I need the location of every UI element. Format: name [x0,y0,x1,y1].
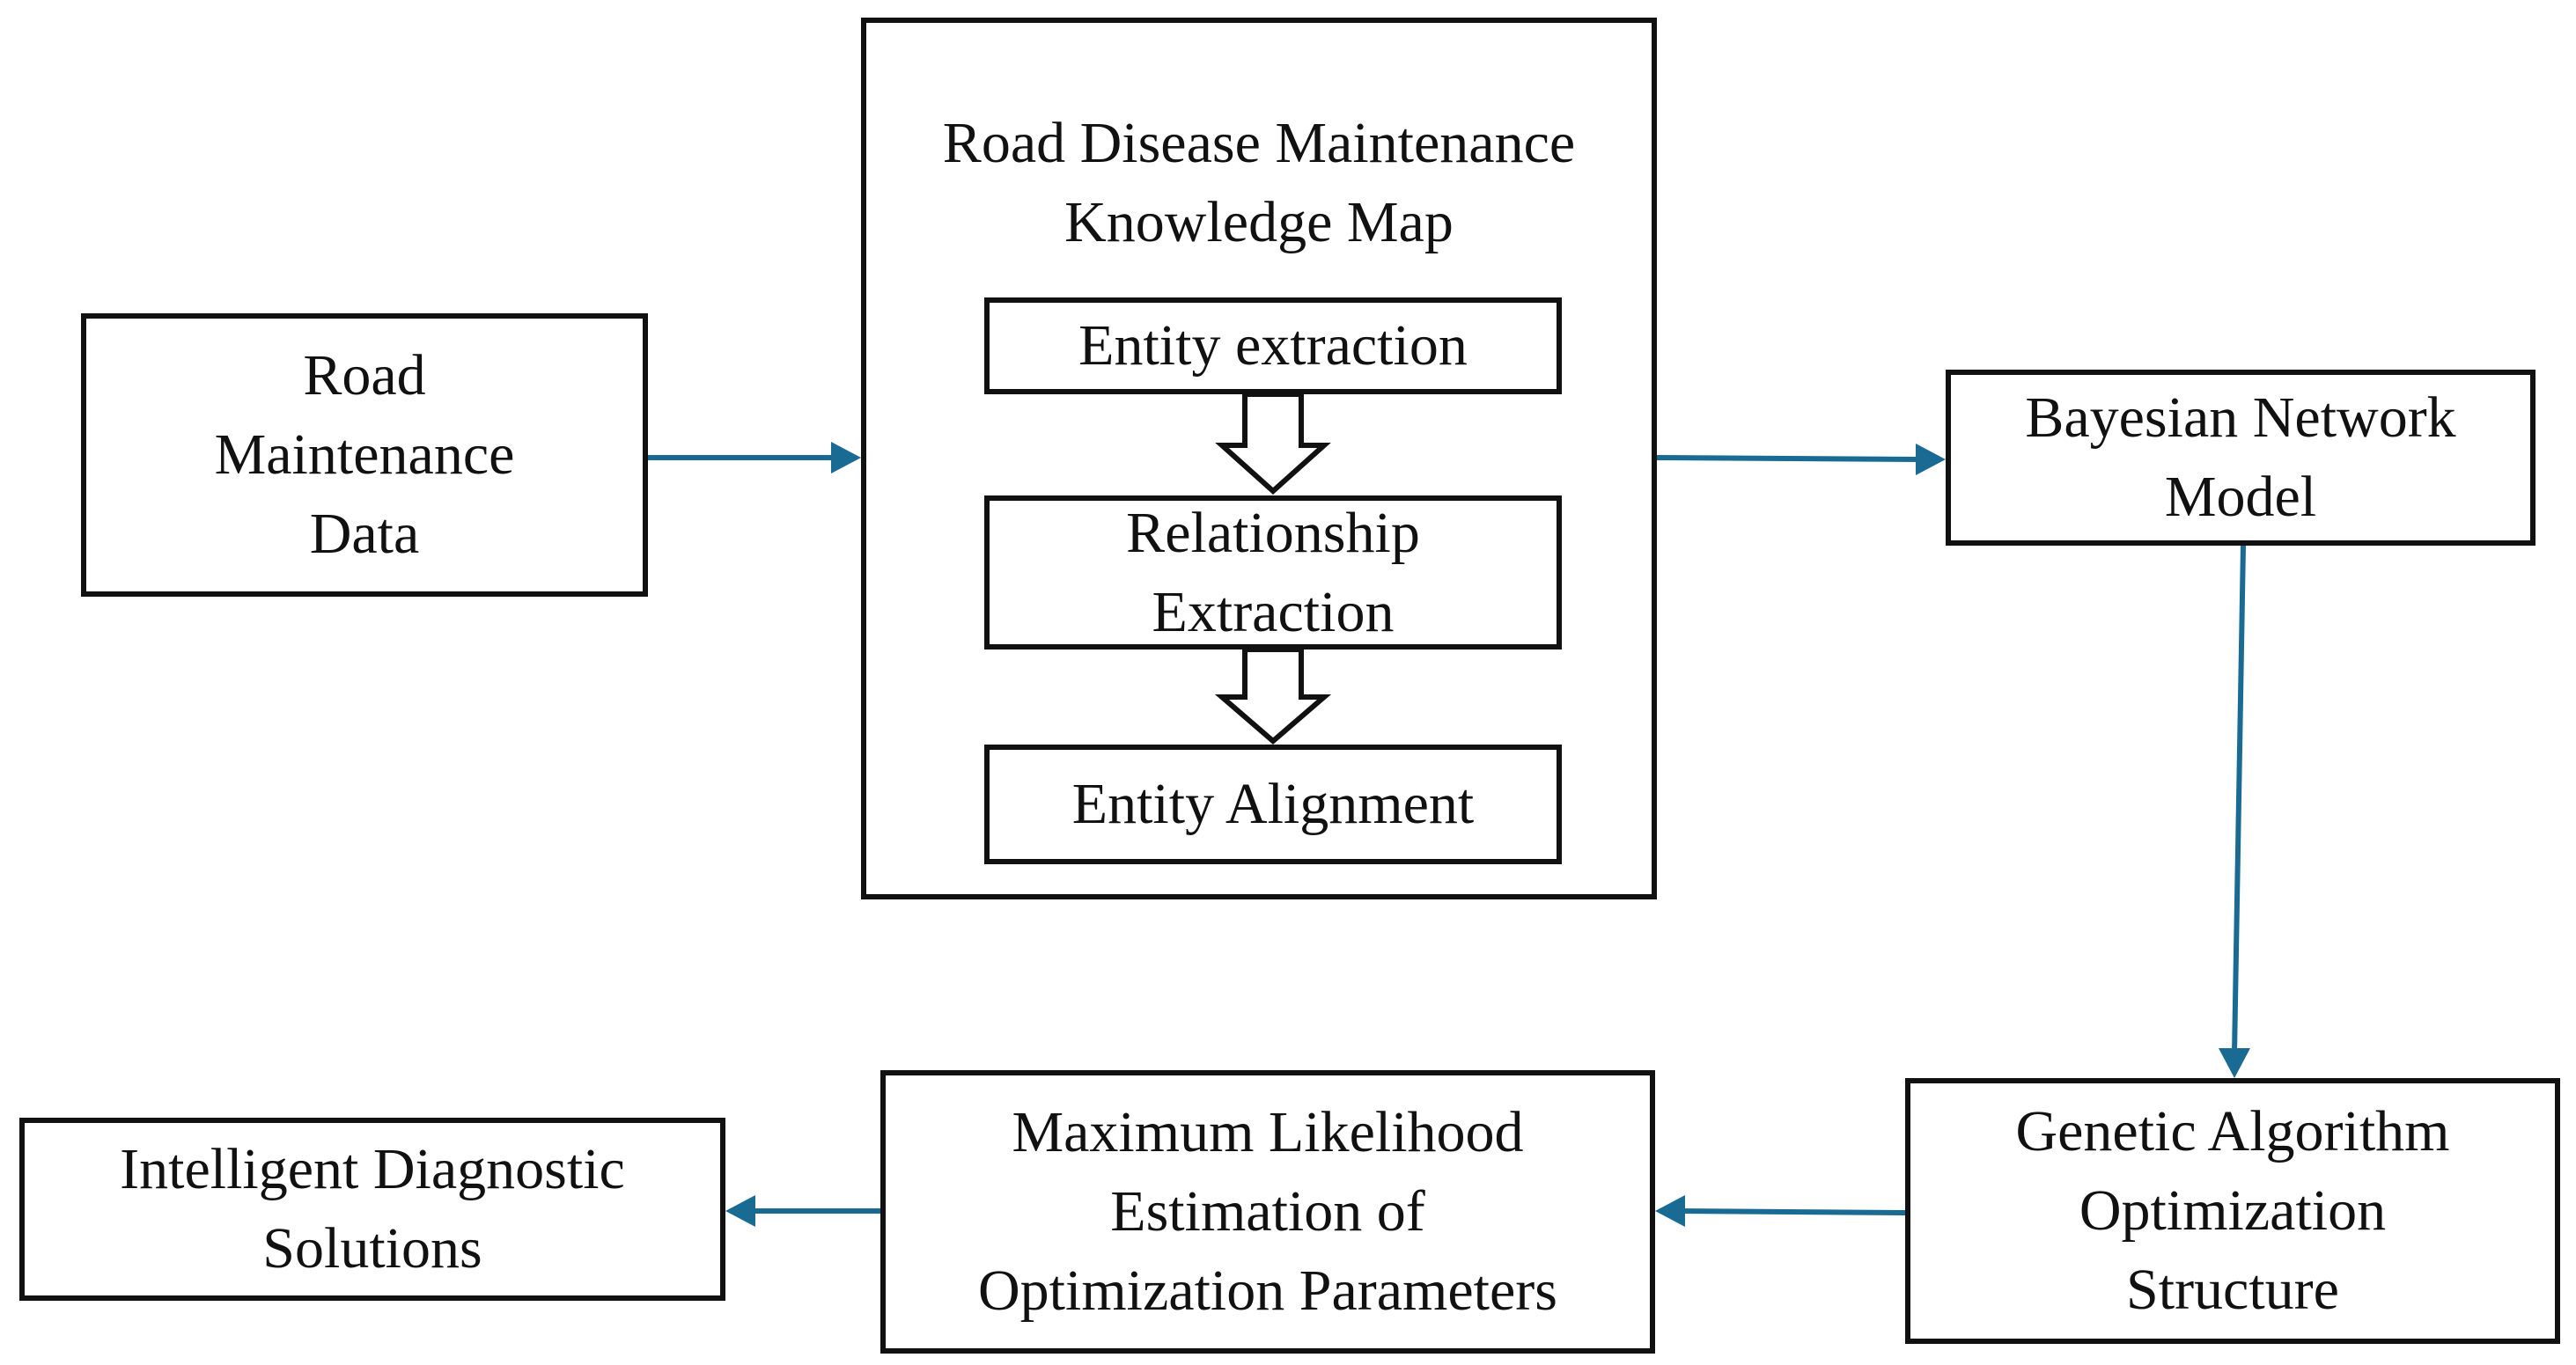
node-label-line: Road [303,343,426,407]
flow-arrows [648,442,2250,1227]
node-label-line: Data [309,502,420,566]
entity-extraction-box: Entity extraction [984,297,1562,394]
arrow-genetic-to-likelihood [1679,1208,1906,1215]
arrow-knowledge-map-to-bayesian [1656,455,1922,462]
arrowhead-icon [1655,1195,1685,1227]
container-title-line: Knowledge Map [1064,190,1454,254]
road-maintenance-data-box: Road Maintenance Data [81,313,648,597]
node-label-line: Genetic Algorithm [2015,1099,2450,1163]
hollow-down-arrow-icon [1215,392,1331,495]
node-label-line: Optimization [2079,1178,2387,1243]
arrowhead-icon [1916,444,1946,475]
relationship-extraction-box: Relationship Extraction [984,495,1562,649]
hollow-down-arrow-icon [1214,647,1332,745]
node-label-line: Optimization Parameters [978,1259,1557,1323]
maximum-likelihood-box: Maximum Likelihood Estimation of Optimiz… [880,1070,1655,1354]
bayesian-network-model-box: Bayesian Network Model [1946,370,2536,546]
node-label-line: Relationship [1126,500,1420,565]
entity-alignment-box: Entity Alignment [984,745,1562,864]
node-label-line: Estimation of [1110,1179,1425,1244]
arrow-bayesian-to-genetic [2232,545,2246,1054]
node-label-line: Solutions [262,1216,482,1281]
knowledge-map-title: Road Disease Maintenance Knowledge Map [866,104,1652,262]
node-label-line: Bayesian Network [2025,385,2456,450]
arrowhead-icon [725,1195,755,1227]
intelligent-diagnostic-box: Intelligent Diagnostic Solutions [19,1118,725,1301]
genetic-algorithm-box: Genetic Algorithm Optimization Structure [1905,1078,2560,1344]
node-label-line: Intelligent Diagnostic [120,1137,625,1201]
arrowhead-icon [831,442,861,473]
node-label-line: Structure [2126,1258,2339,1322]
arrowhead-icon [2219,1048,2250,1078]
node-label-line: Entity extraction [1078,313,1468,378]
node-label-line: Extraction [1152,579,1395,644]
node-label-line: Entity Alignment [1071,772,1475,836]
node-label-line: Maintenance [214,422,515,487]
node-label-line: Model [2164,465,2317,529]
container-title-line: Road Disease Maintenance [942,111,1576,175]
node-label-line: Maximum Likelihood [1012,1100,1524,1164]
